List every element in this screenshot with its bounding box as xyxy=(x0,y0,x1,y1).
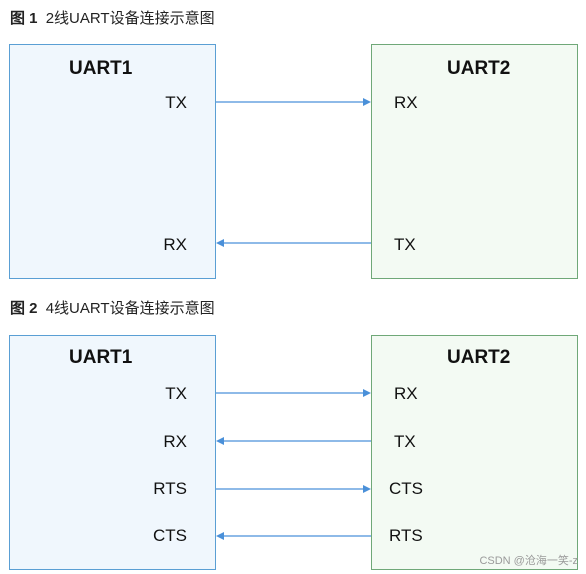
fig1-uart1-pin-2: RX xyxy=(163,235,187,254)
figure2-caption: 4线UART设备连接示意图 xyxy=(45,300,215,317)
watermark: CSDN @沧海一笑-z xyxy=(479,555,578,567)
fig2-arrow-2 xyxy=(216,437,371,445)
fig2-uart1-title: UART1 xyxy=(69,347,133,368)
figure2-title: 图 2 4线UART设备连接示意图 xyxy=(10,297,215,318)
figure1-title: 图 1 2线UART设备连接示意图 xyxy=(10,7,215,28)
fig1-uart1-box: UART1 xyxy=(9,44,216,279)
fig2-uart1-pin-3: RTS xyxy=(153,479,187,498)
fig2-uart2-box: UART2 xyxy=(371,335,578,570)
fig2-arrow-1 xyxy=(216,389,371,397)
figure1-label: 图 1 xyxy=(10,10,38,27)
fig1-uart1-title: UART1 xyxy=(69,58,133,79)
fig2-uart1-box: UART1 xyxy=(9,335,216,570)
fig1-uart2-title: UART2 xyxy=(447,58,511,79)
fig1-uart2-pin-2: TX xyxy=(394,235,416,254)
fig2-uart2-pin-4: RTS xyxy=(389,526,423,545)
fig2-arrow-4 xyxy=(216,532,371,540)
fig1-arrow-2 xyxy=(216,239,371,247)
fig1-uart2-pin-1: RX xyxy=(394,93,418,112)
figure2-label: 图 2 xyxy=(10,300,38,317)
fig2-arrow-3 xyxy=(216,485,371,493)
fig2-uart2-pin-2: TX xyxy=(394,432,416,451)
fig2-uart1-pin-4: CTS xyxy=(153,526,187,545)
fig2-uart2-pin-1: RX xyxy=(394,384,418,403)
fig2-uart1-pin-2: RX xyxy=(163,432,187,451)
fig2-uart2-title: UART2 xyxy=(447,347,511,368)
figure1-caption: 2线UART设备连接示意图 xyxy=(45,10,215,27)
fig2-uart1-pin-1: TX xyxy=(165,384,187,403)
fig1-uart2-box: UART2 xyxy=(371,44,578,279)
fig2-uart2-pin-3: CTS xyxy=(389,479,423,498)
fig1-uart1-pin-1: TX xyxy=(165,93,187,112)
fig1-arrow-1 xyxy=(216,98,371,106)
